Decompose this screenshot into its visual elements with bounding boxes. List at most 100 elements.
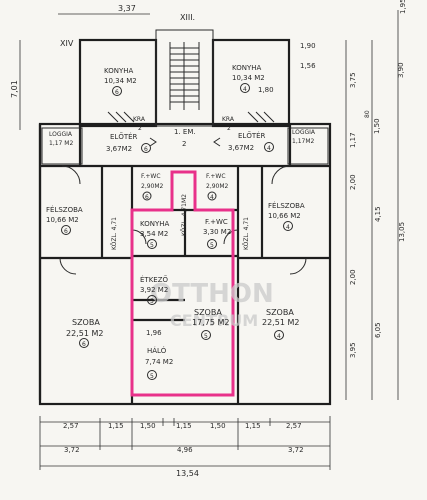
pantry-number-left: 2 xyxy=(138,125,142,132)
corridor-right: KÖZL. 4,71 xyxy=(243,217,250,250)
loggia-left-area: 1,17 M2 xyxy=(49,140,73,147)
room-area: 3,54 M2 xyxy=(140,230,168,238)
room-number: 4 xyxy=(267,145,271,152)
staircase xyxy=(169,42,200,110)
room-hall-6: ELŐTÉR 3,67M2 6 xyxy=(106,132,151,153)
room-area: 10,66 M2 xyxy=(268,212,301,220)
room-bath-5: F.+WC 3,30 M2 5 xyxy=(203,218,231,249)
room-bath-6: F.+WC 2,90M2 6 xyxy=(141,173,164,201)
room-area: 10,34 M2 xyxy=(104,77,137,85)
right-dimension-1-50: 1,50 xyxy=(373,118,381,134)
room-number: 6 xyxy=(144,146,148,153)
room-name: FÉLSZOBA xyxy=(268,201,305,210)
landing-number: 2 xyxy=(182,140,186,148)
right-dimension-3-90: 3,90 xyxy=(397,62,405,78)
dim: 1,15 xyxy=(108,422,124,430)
room-half-room-4: FÉLSZOBA 10,66 M2 4 xyxy=(268,201,305,231)
room-name: F.+WC xyxy=(141,173,161,180)
right-dimension-3-75: 3,75 xyxy=(349,72,357,88)
room-kitchen-5: KONYHA 3,54 M2 5 xyxy=(140,220,169,249)
room-large-4: SZOBA 22,51 M2 4 xyxy=(262,308,299,340)
room-dining-5: ÉTKEZŐ 3,92 M2 5 xyxy=(140,275,169,305)
room-name: FÉLSZOBA xyxy=(46,205,83,214)
highlighted-apartment-outline xyxy=(130,170,235,397)
dim: 3,72 xyxy=(288,446,304,454)
room-area: 2,90M2 xyxy=(141,183,164,190)
dim: 2,57 xyxy=(286,422,302,430)
room-name: SZOBA xyxy=(266,308,294,317)
watermark-line2: CENTRUM xyxy=(170,311,258,330)
right-dimension-4-15: 4,15 xyxy=(374,206,382,222)
pantry-label-right: KRA xyxy=(222,116,235,123)
room-name: KONYHA xyxy=(104,67,133,75)
corridor-center: KÖZL. 4,71M2 xyxy=(181,194,188,236)
room-half-room-6: FÉLSZOBA 10,66 M2 6 xyxy=(46,205,83,235)
room-kitchen-4: KONYHA 10,34 M2 4 xyxy=(232,64,265,93)
room-area: 3,67M2 xyxy=(228,144,254,152)
room-name: SZOBA xyxy=(72,318,100,327)
room-area: 22,51 M2 xyxy=(66,329,103,338)
loggia-left-name: LOGGIA xyxy=(49,131,73,138)
dim-1-90: 1,90 xyxy=(300,42,316,50)
room-number: 4 xyxy=(210,194,214,201)
room-number: 6 xyxy=(145,194,149,201)
right-dimension-80: 80 xyxy=(364,110,371,118)
right-dimension-6-05: 6,05 xyxy=(374,322,382,338)
room-number: 6 xyxy=(64,228,68,235)
bottom-dimensions-row1: 2,57 1,15 1,50 1,15 1,50 1,15 2,57 xyxy=(63,422,302,430)
room-name: ÉTKEZŐ xyxy=(140,275,169,284)
dim: 1,15 xyxy=(245,422,261,430)
wing-number: XIV xyxy=(60,39,74,48)
right-dimension-13-05: 13,05 xyxy=(398,222,406,242)
loggia-right-area: 1,17M2 xyxy=(292,138,315,145)
right-dimension-1-17: 1,17 xyxy=(349,132,357,148)
room-number: 6 xyxy=(115,89,119,96)
pantry-number-right: 2 xyxy=(227,125,231,132)
dim-1-56: 1,56 xyxy=(300,62,316,70)
dim: 2,57 xyxy=(63,422,79,430)
room-number: 4 xyxy=(243,86,247,93)
corridor-left: KÖZL. 4,71 xyxy=(111,217,118,250)
room-large-6: SZOBA 22,51 M2 6 xyxy=(66,318,103,348)
room-kitchen-6: KONYHA 10,34 M2 6 xyxy=(104,67,137,96)
room-hall-4: ELŐTÉR 3,67M2 4 xyxy=(228,131,274,152)
room-area: 22,51 M2 xyxy=(262,318,299,327)
room-area: 3,67M2 xyxy=(106,145,132,153)
room-area: 2,90M2 xyxy=(206,183,229,190)
dim: 1,50 xyxy=(210,422,226,430)
dim: 1,15 xyxy=(176,422,192,430)
left-dimension: 7,01 xyxy=(10,80,19,98)
room-name: ELŐTÉR xyxy=(110,132,138,141)
room-area: 17,75 M2 xyxy=(192,318,229,327)
room-area: 10,66 M2 xyxy=(46,216,79,224)
watermark-line1: OTTHON xyxy=(150,279,274,309)
room-number: 5 xyxy=(150,298,154,305)
landing-label: 1. EM. xyxy=(174,128,196,136)
room-area: 7,74 M2 xyxy=(145,358,173,366)
room-area: 10,34 M2 xyxy=(232,74,265,82)
room-bedroom-5: HÁLÓ 7,74 M2 5 xyxy=(145,346,173,380)
room-area: 3,30 M2 xyxy=(203,228,231,236)
top-dimension: 3,37 xyxy=(118,4,136,13)
total-width-dimension: 13,54 xyxy=(176,469,199,478)
room-number: 5 xyxy=(204,333,208,340)
dim: 4,96 xyxy=(177,446,193,454)
right-dimension-1-95: 1,95 xyxy=(399,0,407,14)
right-dimension-3-95: 3,95 xyxy=(349,342,357,358)
right-dimension-2-00a: 2,00 xyxy=(349,174,357,190)
stair-number: XIII. xyxy=(180,13,195,22)
room-number: 6 xyxy=(82,341,86,348)
room-living-5: SZOBA 17,75 M2 5 xyxy=(192,308,229,340)
room-area: 3,92 M2 xyxy=(140,286,168,294)
right-dimension-2-00b: 2,00 xyxy=(349,269,357,285)
dim: 1,50 xyxy=(140,422,156,430)
room-number: 4 xyxy=(277,333,281,340)
room-number: 4 xyxy=(286,224,290,231)
dim-1-96: 1,96 xyxy=(146,329,162,337)
room-name: KONYHA xyxy=(232,64,261,72)
room-number: 5 xyxy=(150,373,154,380)
room-name: HÁLÓ xyxy=(147,346,167,355)
bottom-dimensions-row2: 3,72 4,96 3,72 xyxy=(64,446,304,454)
room-bath-4: F.+WC 2,90M2 4 xyxy=(206,173,229,201)
